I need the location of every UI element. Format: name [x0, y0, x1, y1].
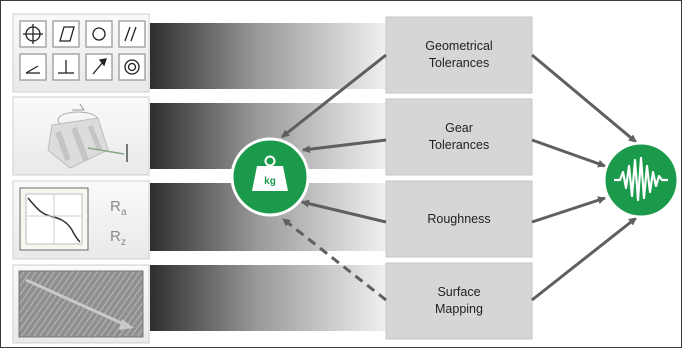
label-gear-tolerances: Gear Tolerances — [428, 121, 490, 152]
roughness-profile-image — [19, 187, 89, 251]
runout-icon — [92, 58, 107, 75]
rz-symbol: R — [110, 228, 121, 245]
parallelism-icon — [124, 26, 137, 42]
ra-symbol: R — [110, 198, 121, 215]
arrows-to-vibration — [531, 53, 637, 302]
ra-subscript: a — [121, 207, 127, 218]
gdt-symbols — [19, 20, 146, 81]
circularity-icon — [92, 27, 106, 41]
weight-node: kg — [230, 137, 310, 217]
box-surface — [385, 262, 533, 340]
gear-image — [47, 103, 128, 169]
box-gear — [385, 98, 533, 176]
arrows-to-weight — [281, 53, 387, 302]
weight-label: kg — [264, 176, 276, 187]
rz-subscript: z — [121, 237, 126, 248]
position-icon — [23, 24, 43, 44]
perpendicularity-icon — [58, 60, 74, 74]
label-surface-mapping: Surface Mapping — [435, 285, 483, 316]
vibration-node — [602, 141, 680, 219]
concentricity-icon — [124, 59, 140, 75]
surface-mapping-image — [18, 270, 144, 338]
label-geometrical-tolerances: Geometrical Tolerances — [425, 39, 493, 70]
flatness-icon — [59, 26, 75, 42]
weight-icon: kg — [252, 155, 288, 191]
label-roughness: Roughness — [427, 211, 491, 226]
band-surface — [150, 265, 390, 331]
angularity-icon — [25, 65, 40, 74]
vibration-signal-icon — [614, 156, 668, 202]
box-roughness — [385, 180, 533, 258]
band-geometrical — [150, 23, 390, 89]
